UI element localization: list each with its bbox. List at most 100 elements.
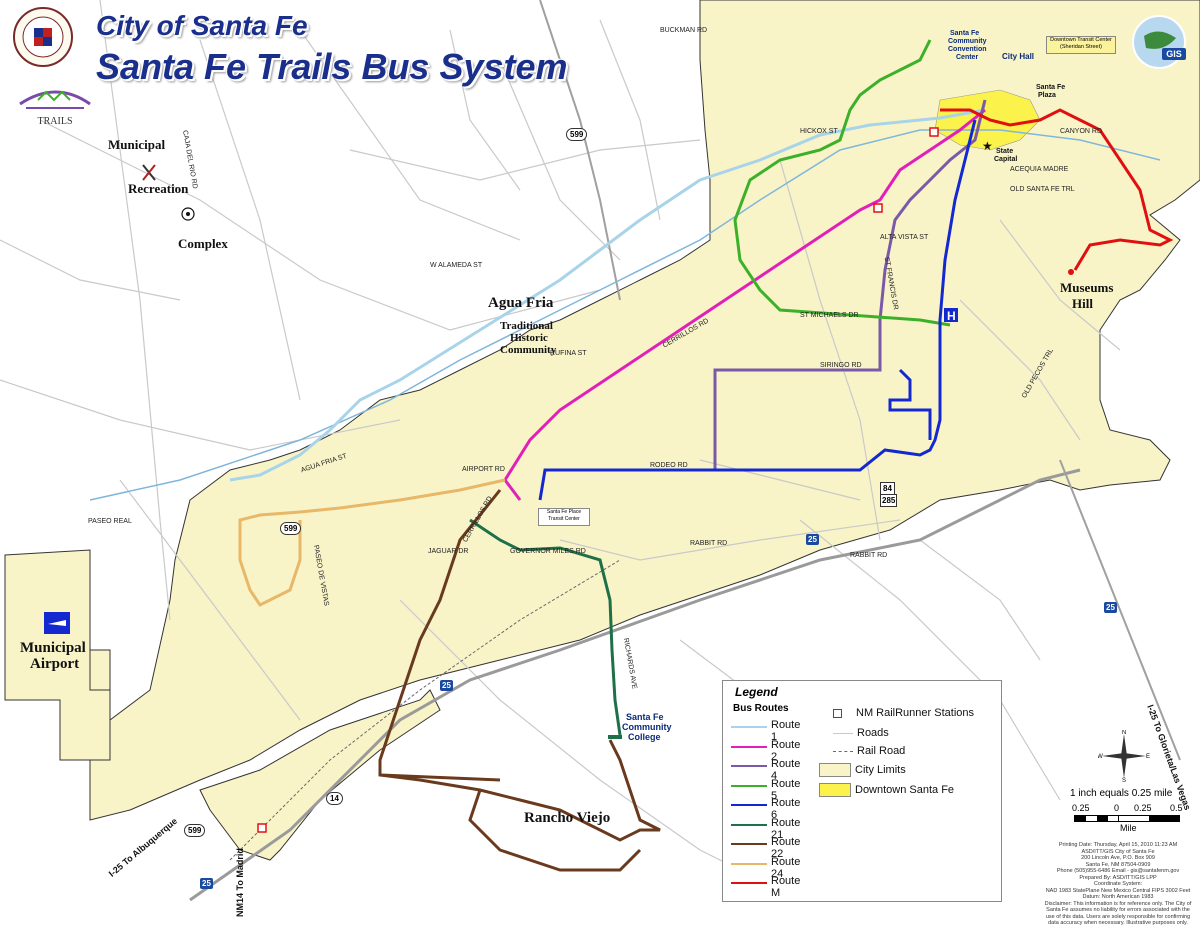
legend-roads-label: Roads — [857, 727, 889, 739]
legend-railrunner-label: NM RailRunner Stations — [856, 707, 974, 719]
gis-logo: GIS — [1132, 15, 1186, 69]
highway-shield: 285 — [880, 494, 898, 507]
street-label: ALTA VISTA ST — [880, 234, 929, 241]
street-label: GOVERNOR MILES RD — [510, 548, 586, 555]
legend-city-limits: City Limits — [819, 763, 906, 777]
interstate-shield: 25 — [806, 534, 819, 545]
compass-n: N — [1122, 730, 1126, 736]
legend-route-label: Route M — [771, 875, 801, 899]
street-label: ACEQUIA MADRE — [1010, 166, 1069, 173]
route-24-path — [238, 478, 506, 607]
legend-route-swatch — [731, 823, 767, 826]
legend-downtown: Downtown Santa Fe — [819, 783, 954, 797]
disclaimer-line: Disclaimer: This information is for refe… — [1044, 900, 1192, 927]
route-22-path — [378, 489, 661, 872]
scale-tick: 0 — [1114, 803, 1120, 813]
sfcc-marker — [608, 735, 622, 739]
recreation-icon — [142, 164, 156, 181]
legend-route-label: Route 22 — [771, 836, 801, 860]
disclaimer-line: 200 Lincoln Ave, P.O. Box 909 — [1081, 855, 1155, 861]
highway-shield: 599 — [280, 522, 302, 535]
disclaimer-block: Printing Date: Thursday, April 15, 2010 … — [1044, 842, 1192, 927]
street-label: ST MICHAELS DR — [800, 312, 859, 319]
street-label: SIRINGO RD — [820, 362, 862, 369]
legend-railrunner: NM RailRunner Stations — [833, 707, 974, 721]
transit-center-line1: Downtown Transit Center — [1050, 37, 1112, 43]
highway-shield: 14 — [326, 792, 343, 805]
legend-route-swatch — [731, 882, 767, 884]
label-agua-fria: Agua Fria — [488, 295, 554, 311]
legend-title: Legend — [735, 685, 778, 699]
airport-area — [4, 549, 111, 761]
interstate-shield: 25 — [200, 878, 213, 889]
street-label: RABBIT RD — [690, 540, 728, 547]
legend-railroad: Rail Road — [833, 745, 905, 759]
route-4-path — [713, 99, 987, 470]
legend-route-label: Route 5 — [771, 777, 801, 802]
route-21-path — [469, 518, 622, 736]
scale-tick: 0.25 — [1134, 803, 1152, 813]
city-limits-area — [59, 0, 1200, 821]
place-transit-line2: Transit Center — [548, 516, 580, 522]
label-municipal-rec-1: Municipal — [108, 137, 166, 152]
street-label: CANYON RD — [1060, 128, 1103, 135]
label-plaza-1: Santa Fe — [1036, 84, 1066, 91]
route-1-path — [229, 108, 986, 482]
street-label: HICKOX ST — [800, 128, 838, 135]
city-limits-sw-strip — [199, 689, 441, 861]
label-municipal-rec-3: Complex — [178, 236, 228, 251]
label-airport-2: Airport — [30, 656, 80, 672]
svg-text:H: H — [947, 309, 956, 323]
scale-tick: 0.5 — [1170, 803, 1183, 813]
interstate-shield: 25 — [1104, 602, 1117, 613]
museums-hill-marker — [1068, 269, 1074, 275]
railrunner-station-marker — [257, 823, 267, 833]
disclaimer-line: Phone (505)955-6486 Email - gis@santafen… — [1056, 868, 1180, 874]
legend-route-swatch — [731, 843, 767, 845]
street-label: OLD SANTA FE TRL — [1010, 186, 1075, 193]
street-label: RODEO RD — [650, 462, 688, 469]
disclaimer-line: Santa Fe, NM 87504-0909 — [1085, 861, 1151, 868]
street-label: PASEO REAL — [88, 518, 132, 525]
scale-unit: Mile — [1120, 823, 1137, 833]
i25-highway — [189, 468, 1081, 902]
label-traditional-1: Traditional — [500, 320, 553, 332]
label-capital-2: Capital — [994, 156, 1018, 163]
street-label: W ALAMEDA ST — [430, 262, 483, 269]
street-label: BUCKMAN RD — [660, 27, 708, 34]
street-label: JAGUAR DR — [428, 548, 469, 555]
label-plaza-2: Plaza — [1038, 92, 1056, 99]
trails-logo: TRAILS — [19, 90, 91, 127]
label-sfcc-2: Community — [622, 722, 672, 732]
highway-shield: 599 — [566, 128, 588, 141]
legend-roads: Roads — [833, 727, 889, 741]
santa-fe-river — [89, 129, 1161, 501]
interstate-shield: 25 — [440, 680, 453, 691]
route-2-path — [503, 108, 986, 501]
legend-subtitle: Bus Routes — [733, 703, 789, 714]
scale-graphic: 0.25 0 0.25 0.5 Mile — [1070, 803, 1183, 833]
transit-center-line2: (Sheridan Street) — [1060, 44, 1102, 50]
legend-route-swatch — [731, 804, 767, 806]
title-line2: Santa Fe Trails Bus System — [96, 46, 568, 87]
label-convention-4: Center — [956, 54, 979, 61]
legend-route-label: Route 4 — [771, 758, 801, 782]
scale-bar: 1 inch equals 0.25 mile 0.25 0 0.25 0.5 … — [1070, 788, 1183, 833]
compass-s: S — [1122, 778, 1126, 782]
title-line1: City of Santa Fe — [96, 10, 308, 41]
label-sfcc-1: Santa Fe — [626, 712, 664, 722]
street-label: AIRPORT RD — [462, 466, 505, 473]
gis-badge-text: GIS — [1166, 49, 1182, 59]
route-6-path — [538, 119, 977, 501]
railrunner-station-marker — [929, 127, 939, 137]
label-traditional-3: Community — [500, 344, 557, 356]
highway-shield: 599 — [184, 824, 206, 837]
svg-text:TRAILS: TRAILS — [38, 116, 73, 127]
street-label: RUFINA ST — [550, 350, 587, 357]
railrunner-icon — [833, 708, 842, 718]
scale-caption: 1 inch equals 0.25 mile — [1070, 788, 1173, 799]
label-city-hall: City Hall — [1002, 52, 1035, 61]
label-convention-2: Community — [948, 38, 987, 45]
compass-w: W — [1098, 754, 1103, 760]
